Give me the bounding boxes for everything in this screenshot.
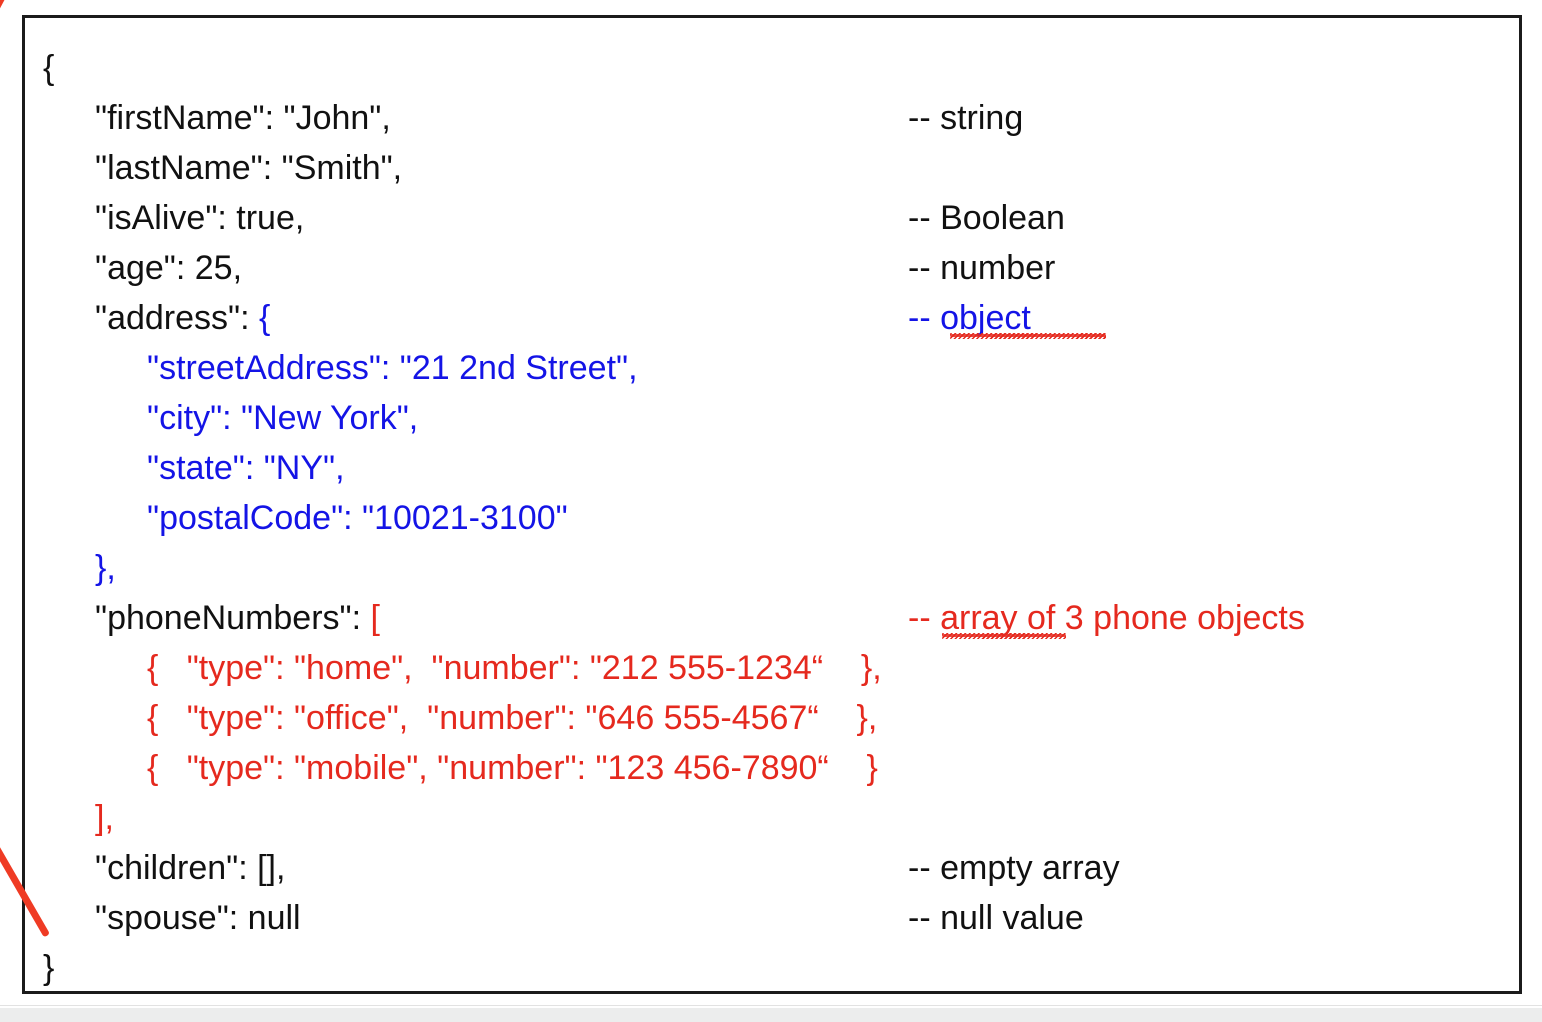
code-line: "streetAddress": "21 2nd Street", <box>25 343 1525 393</box>
code-line-comment: -- null value <box>908 899 1084 937</box>
code-token: "address": <box>95 299 259 337</box>
code-token: "lastName": "Smith", <box>95 149 403 187</box>
code-token: { "type": "mobile", "number": "123 456-7… <box>147 749 878 787</box>
code-token: [ <box>370 599 380 637</box>
code-line-text: "lastName": "Smith", <box>95 143 402 193</box>
code-line-comment: -- string <box>908 99 1024 137</box>
code-line: "address": { -- object <box>25 293 1525 343</box>
code-line-text: "address": { <box>95 293 270 343</box>
code-token: }, <box>95 549 116 587</box>
code-line-text: { <box>43 43 54 93</box>
code-line: { "type": "home", "number": "212 555-123… <box>25 643 1525 693</box>
code-line: "spouse": null -- null value <box>25 893 1525 943</box>
code-token: "city": "New York", <box>147 399 419 437</box>
code-line-text: "streetAddress": "21 2nd Street", <box>147 343 638 393</box>
code-line-text: "age": 25, <box>95 243 242 293</box>
code-line: "postalCode": "10021-3100" <box>25 493 1525 543</box>
code-token: "isAlive": true, <box>95 199 305 237</box>
code-line: "firstName": "John", -- string <box>25 93 1525 143</box>
code-line: "lastName": "Smith", <box>25 143 1525 193</box>
code-line-comment: -- array of 3 phone objects <box>908 599 1305 637</box>
code-line-text: "firstName": "John", <box>95 93 391 143</box>
json-code-listing: { "firstName": "John", -- string "lastName"… <box>25 18 1525 1022</box>
code-line-comment: -- object <box>908 299 1031 337</box>
code-line-text: { "type": "office", "number": "646 555-4… <box>147 693 877 743</box>
code-line-text: "spouse": null <box>95 893 301 943</box>
code-line-text: } <box>43 943 54 993</box>
code-line: "age": 25, -- number <box>25 243 1525 293</box>
code-line: }, <box>25 543 1525 593</box>
code-token: { <box>43 49 55 87</box>
page-footer-band <box>0 1008 1542 1022</box>
code-token: "age": 25, <box>95 249 243 287</box>
code-line-text: }, <box>95 543 116 593</box>
code-line: "city": "New York", <box>25 393 1525 443</box>
code-line-text: "isAlive": true, <box>95 193 304 243</box>
code-line: "phoneNumbers": [ -- array of 3 phone obj… <box>25 593 1525 643</box>
code-token: { "type": "home", "number": "212 555-123… <box>147 649 882 687</box>
code-line: } <box>25 943 1525 993</box>
code-line-text: "children": [], <box>95 843 285 893</box>
code-line: { "type": "mobile", "number": "123 456-7… <box>25 743 1525 793</box>
code-line-text: "postalCode": "10021-3100" <box>147 493 568 543</box>
code-token: "spouse": null <box>95 899 301 937</box>
code-token: ], <box>95 799 114 837</box>
code-line-text: "phoneNumbers": [ <box>95 593 380 643</box>
code-line-text: { "type": "mobile", "number": "123 456-7… <box>147 743 878 793</box>
page-footer-rule <box>0 1005 1542 1006</box>
code-line-text: "city": "New York", <box>147 393 418 443</box>
json-code-frame: { "firstName": "John", -- string "lastName"… <box>22 15 1522 994</box>
code-token: "phoneNumbers": <box>95 599 371 637</box>
code-token: } <box>43 949 55 987</box>
code-line-text: { "type": "home", "number": "212 555-123… <box>147 643 882 693</box>
code-line-comment: -- empty array <box>908 849 1120 887</box>
code-line: { "type": "office", "number": "646 555-4… <box>25 693 1525 743</box>
code-token: "children": [], <box>95 849 286 887</box>
code-token: "state": "NY", <box>147 449 345 487</box>
code-line: "children": [], -- empty array <box>25 843 1525 893</box>
code-line-text: "state": "NY", <box>147 443 345 493</box>
code-line: "isAlive": true, -- Boolean <box>25 193 1525 243</box>
code-line: ], <box>25 793 1525 843</box>
code-token: { "type": "office", "number": "646 555-4… <box>147 699 878 737</box>
code-line-text: ], <box>95 793 114 843</box>
code-line-comment: -- Boolean <box>908 199 1065 237</box>
code-token: "postalCode": "10021-3100" <box>147 499 568 537</box>
code-token: { <box>259 299 271 337</box>
code-token: "streetAddress": "21 2nd Street", <box>147 349 638 387</box>
code-token: "firstName": "John", <box>95 99 391 137</box>
code-line: "state": "NY", <box>25 443 1525 493</box>
code-line-comment: -- number <box>908 249 1056 287</box>
code-line: { <box>25 43 1525 93</box>
